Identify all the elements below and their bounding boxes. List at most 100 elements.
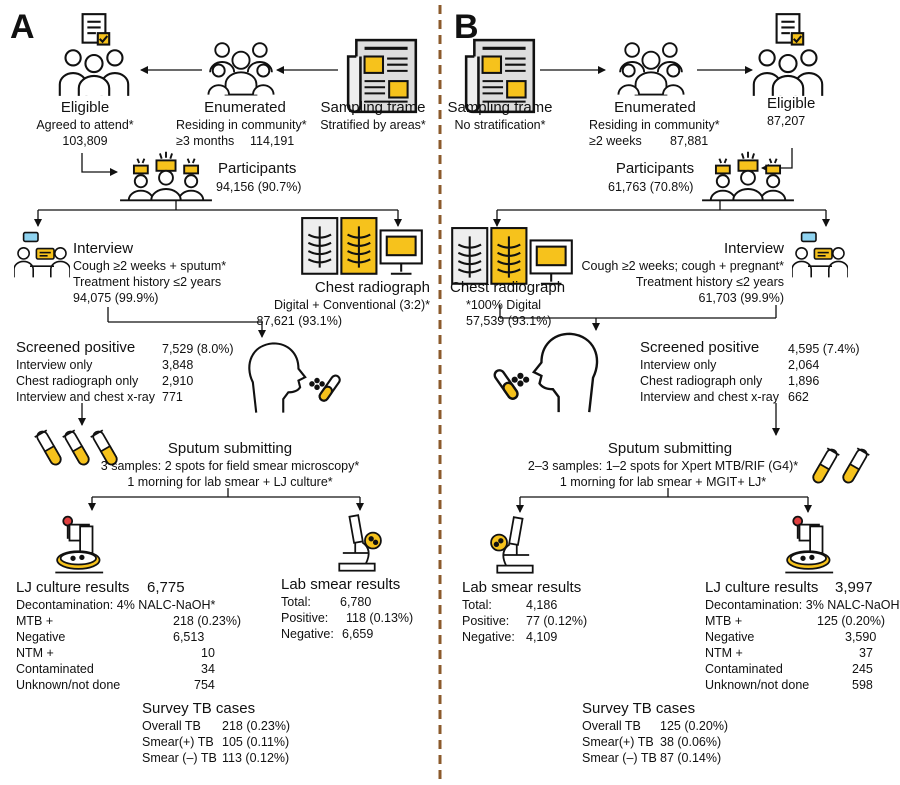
- a-sputum-title: Sputum submitting: [167, 440, 293, 457]
- b-xray-count: 57,539 (93.1%): [466, 314, 552, 328]
- panel-b-letter: B: [454, 8, 479, 46]
- b-cases-title: Survey TB cases: [582, 700, 696, 717]
- b-eligible-count: 87,207: [767, 114, 806, 128]
- participants-icon: [118, 150, 214, 202]
- interview-icon: [14, 230, 70, 280]
- a-interview-line1: Cough ≥2 weeks + sputum*: [73, 259, 227, 273]
- a-lj-decon: Decontamination: 4% NALC-NaOH*: [16, 598, 216, 612]
- b-screened-label-2: Chest radiograph only: [640, 374, 763, 388]
- eligible-people-icon: [56, 12, 132, 98]
- a-cases-label-2: Smear (–) TB: [142, 751, 217, 765]
- b-screened-value-1: 2,064: [788, 358, 820, 372]
- b-screened-value-2: 1,896: [788, 374, 820, 388]
- interview-icon: [792, 230, 848, 280]
- b-sampling-note: No stratification*: [454, 118, 546, 132]
- crowd-icon: [206, 38, 276, 98]
- a-lj-value-2: 10: [201, 646, 215, 660]
- a-sputum-line1: 3 samples: 2 spots for field smear micro…: [100, 459, 360, 473]
- a-lj-value-0: 218 (0.23%): [173, 614, 242, 628]
- a-lj-label-4: Unknown/not done: [16, 678, 121, 692]
- coughing-head-icon: [486, 330, 616, 416]
- sputum-tube-icon: [837, 444, 873, 488]
- b-enumerated-criterion: Residing in community*: [589, 118, 720, 132]
- b-participants-title: Participants: [615, 160, 695, 177]
- a-smear-label-0: Total:: [281, 595, 311, 609]
- b-xray-title: Chest radiograph: [450, 279, 566, 296]
- a-screened-value-2: 2,910: [162, 374, 194, 388]
- a-lj-label-3: Contaminated: [16, 662, 94, 676]
- b-sputum-line1: 2–3 samples: 1–2 spots for Xpert MTB/RIF…: [527, 459, 799, 473]
- coughing-head-icon: [238, 340, 342, 416]
- a-enumerated-title: Enumerated: [204, 99, 286, 116]
- b-smear-value-0: 4,186: [526, 598, 558, 612]
- a-lj-title: LJ culture results: [16, 579, 130, 596]
- crowd-icon: [616, 38, 686, 98]
- b-sputum-title: Sputum submitting: [607, 440, 733, 457]
- a-participants-count: 94,156 (90.7%): [216, 180, 302, 194]
- b-lj-total: 3,997: [835, 579, 873, 596]
- panel-a-letter: A: [10, 8, 35, 46]
- b-lj-value-2: 37: [859, 646, 873, 660]
- b-participants-count: 61,763 (70.8%): [608, 180, 694, 194]
- culture-dish-icon: [780, 514, 842, 576]
- b-lj-value-4: 598: [852, 678, 873, 692]
- b-interview-line2: Treatment history ≤2 years: [635, 275, 784, 289]
- a-xray-line1: Digital + Conventional (3:2)*: [274, 298, 430, 312]
- a-smear-value-0: 6,780: [340, 595, 372, 609]
- a-cases-label-1: Smear(+) TB: [142, 735, 214, 749]
- b-screened-label-0: Screened positive: [640, 339, 760, 356]
- a-screened-label-1: Interview only: [16, 358, 93, 372]
- a-lj-value-1: 6,513: [173, 630, 205, 644]
- a-screened-label-0: Screened positive: [16, 339, 136, 356]
- b-smear-value-1: 77 (0.12%): [526, 614, 588, 628]
- b-screened-value-3: 662: [788, 390, 809, 404]
- b-lj-label-4: Unknown/not done: [705, 678, 810, 692]
- a-lj-label-1: Negative: [16, 630, 66, 644]
- a-cases-title: Survey TB cases: [142, 700, 256, 717]
- a-smear-value-1: 118 (0.13%): [346, 611, 414, 625]
- b-enumerated-title: Enumerated: [614, 99, 696, 116]
- b-lj-value-3: 245: [852, 662, 873, 676]
- a-cases-value-0: 218 (0.23%): [222, 719, 291, 733]
- b-lj-decon: Decontamination: 3% NALC-NaOH*: [705, 598, 900, 612]
- a-participants-title: Participants: [218, 160, 297, 177]
- a-sampling-title: Sampling frame: [320, 99, 426, 116]
- a-enumerated-duration: ≥3 months: [176, 134, 235, 148]
- b-lj-label-2: NTM +: [705, 646, 743, 660]
- microscope-icon: [330, 514, 384, 576]
- b-lj-value-0: 125 (0.20%): [817, 614, 886, 628]
- a-lj-value-4: 754: [194, 678, 215, 692]
- b-lj-value-1: 3,590: [845, 630, 877, 644]
- b-xray-line1: *100% Digital: [466, 298, 542, 312]
- eligible-people-icon: [750, 12, 826, 98]
- b-smear-title: Lab smear results: [462, 579, 582, 596]
- b-sampling-title: Sampling frame: [447, 99, 553, 116]
- a-interview-title: Interview: [73, 240, 134, 257]
- b-cases-value-2: 87 (0.14%): [660, 751, 722, 765]
- a-lj-label-2: NTM +: [16, 646, 54, 660]
- a-eligible-count: 103,809: [62, 134, 108, 148]
- b-cases-value-0: 125 (0.20%): [660, 719, 729, 733]
- a-lj-value-3: 34: [201, 662, 215, 676]
- a-sputum-line2: 1 morning for lab smear + LJ culture*: [127, 475, 333, 489]
- a-screened-value-1: 3,848: [162, 358, 194, 372]
- b-screened-value-0: 4,595 (7.4%): [788, 342, 860, 356]
- b-interview-title: Interview: [723, 240, 784, 257]
- a-enumerated-criterion: Residing in community*: [176, 118, 307, 132]
- a-cases-value-1: 105 (0.11%): [222, 735, 290, 749]
- a-smear-value-2: 6,659: [342, 627, 374, 641]
- microscope-icon: [488, 516, 542, 578]
- b-screened-label-1: Interview only: [640, 358, 717, 372]
- b-cases-label-1: Smear(+) TB: [582, 735, 654, 749]
- b-cases-label-2: Smear (–) TB: [582, 751, 657, 765]
- a-xray-title: Chest radiograph: [314, 279, 430, 296]
- a-smear-label-2: Negative:: [281, 627, 334, 641]
- a-interview-count: 94,075 (99.9%): [73, 291, 159, 305]
- a-screened-value-0: 7,529 (8.0%): [162, 342, 234, 356]
- a-eligible-title: Eligible: [60, 99, 110, 116]
- a-screened-label-2: Chest radiograph only: [16, 374, 139, 388]
- b-cases-value-1: 38 (0.06%): [660, 735, 722, 749]
- b-enumerated-duration: ≥2 weeks: [589, 134, 642, 148]
- a-screened-value-3: 771: [162, 390, 183, 404]
- b-smear-label-0: Total:: [462, 598, 492, 612]
